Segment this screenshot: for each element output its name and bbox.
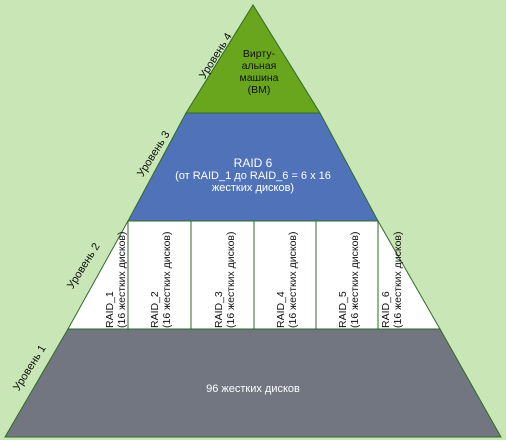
raid-column-detail: (16 жестких дисков): [287, 231, 300, 328]
raid-column-name: RAID_2: [149, 291, 161, 328]
vm-label-line: Вирту-: [242, 48, 276, 60]
vm-label-line: альная: [241, 60, 277, 73]
raid-column-6: RAID_6 (16 жестких дисков): [380, 228, 404, 328]
raid-column-detail: (16 жестких дисков): [161, 231, 174, 328]
raid-column-name: RAID_5: [337, 291, 349, 328]
raid6-label: RAID 6 (от RAID_1 до RAID_6 = 6 x 16 жес…: [150, 156, 356, 195]
vm-label: Вирту- альная машина (ВМ): [232, 48, 286, 96]
raid-column-2: RAID_2 (16 жестких дисков): [149, 228, 173, 328]
raid-column-1: RAID_1 (16 жестких дисков): [104, 228, 128, 328]
raid-column-name: RAID_6: [380, 291, 392, 328]
vm-label-line: машина: [239, 72, 279, 85]
raid-column-3: RAID_3 (16 жестких дисков): [213, 228, 237, 328]
raid-column-detail: (16 жестких дисков): [392, 231, 405, 328]
raid6-description: (от RAID_1 до RAID_6 = 6 x 16: [175, 170, 331, 183]
raid6-title: RAID 6: [233, 156, 273, 170]
raid-column-5: RAID_5 (16 жестких дисков): [337, 228, 361, 328]
base-disks-label: 96 жестких дисков: [206, 383, 300, 395]
raid-column-name: RAID_1: [104, 291, 116, 328]
raid-column-detail: (16 жестких дисков): [116, 231, 129, 328]
level-1-block: [4, 328, 502, 438]
vm-label-line: (ВМ): [247, 84, 271, 97]
raid-column-name: RAID_4: [275, 291, 287, 328]
raid6-description: жестких дисков): [211, 182, 295, 195]
raid-column-4: RAID_4 (16 жестких дисков): [275, 228, 299, 328]
raid-column-name: RAID_3: [213, 291, 225, 328]
raid-column-detail: (16 жестких дисков): [349, 231, 362, 328]
raid-column-detail: (16 жестких дисков): [225, 231, 238, 328]
